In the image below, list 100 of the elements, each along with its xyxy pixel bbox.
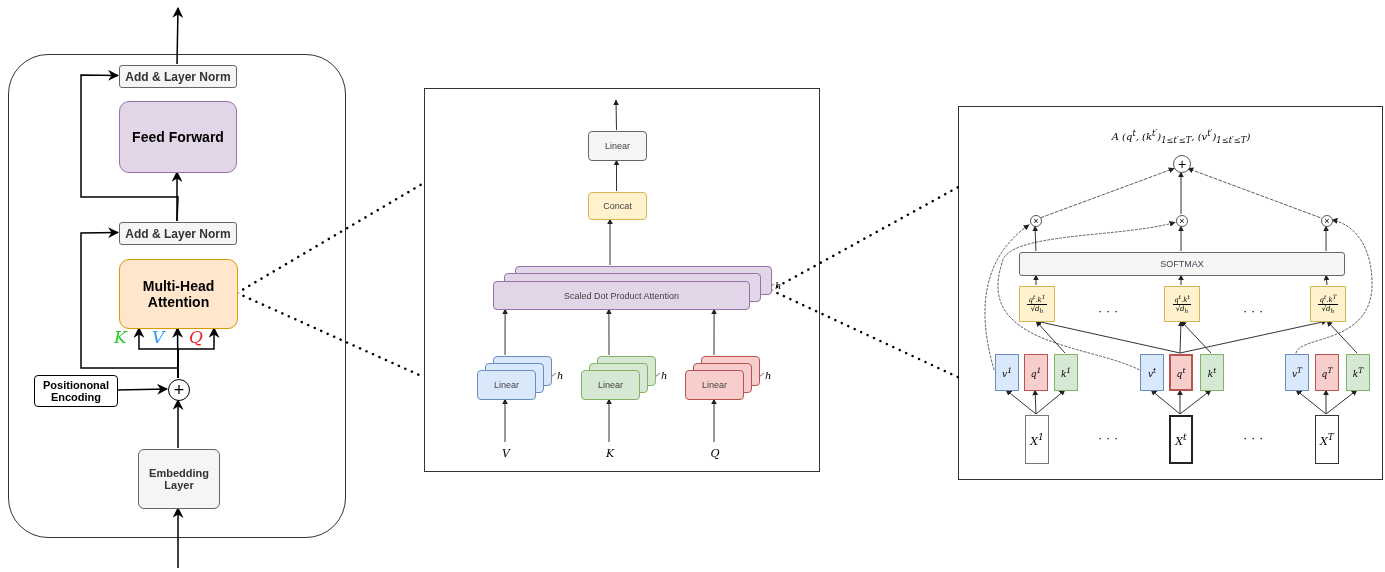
arrow [80, 227, 179, 379]
layer-box [119, 101, 237, 173]
layer-label: Multi-Head Attention [141, 278, 216, 310]
arrow [1150, 389, 1181, 415]
arrow [1032, 274, 1039, 286]
arrow [1178, 274, 1184, 286]
score-box [1164, 286, 1200, 322]
vector-symbol: q$^{t}$ [1176, 366, 1186, 379]
layer-stack [581, 356, 656, 400]
arrow [1032, 225, 1039, 252]
encoder-panel [8, 54, 346, 538]
token-box [1025, 415, 1049, 464]
token-symbol: X$^{1}$ [1030, 431, 1044, 448]
arrow [613, 159, 620, 192]
arrow [80, 69, 179, 222]
arrow [1035, 320, 1066, 354]
head-count-label: h [765, 370, 772, 381]
layer-label: Linear [702, 380, 727, 390]
layer-label: Linear [598, 380, 623, 390]
arrow [1325, 389, 1358, 415]
vector-box [1200, 354, 1224, 391]
token-symbol: X$^{t}$ [1175, 431, 1187, 448]
arrow [172, 6, 184, 65]
self-attention-panel [958, 106, 1383, 480]
arrow [1005, 389, 1037, 415]
layer-label: Linear [605, 141, 630, 151]
arrow [1295, 389, 1327, 415]
layer-label: Add & Layer Norm [125, 69, 231, 84]
arrow [606, 398, 612, 443]
layer-stack [685, 356, 760, 400]
ellipsis-label: · · · [1098, 303, 1119, 318]
layer-label: Feed Forward [132, 129, 224, 145]
sum-circle [168, 379, 190, 401]
ellipsis-label: · · · [1098, 430, 1119, 445]
arrow [711, 398, 717, 443]
vector-symbol: k$^{t}$ [1207, 366, 1217, 379]
arrow [1179, 389, 1212, 415]
arrow [1177, 320, 1184, 354]
sum-circle [1173, 155, 1191, 173]
arrow [1180, 320, 1212, 354]
vector-box [1140, 354, 1164, 391]
operator-sign: × [1324, 216, 1330, 226]
token-symbol: X$^{T}$ [1320, 431, 1334, 448]
vector-symbol: k$^{1}$ [1060, 366, 1072, 379]
attention-panel [424, 88, 820, 472]
arrow [711, 308, 718, 356]
layer-label: Embedding Layer [148, 467, 210, 491]
softmax-bar [1019, 252, 1345, 276]
layer-box [119, 222, 237, 245]
layer-box [588, 131, 647, 161]
vector-box [995, 354, 1019, 391]
token-box [1169, 415, 1193, 464]
vector-box [1315, 354, 1339, 391]
layer-box [119, 259, 238, 329]
arrow [613, 99, 620, 131]
layer-label: SOFTMAX [1160, 259, 1204, 269]
layer-label: Concat [603, 201, 632, 211]
token-box [1315, 415, 1339, 464]
layer-label: Linear [494, 380, 519, 390]
formula-label: A (q$^{t}$, (k$^{t′}$)$_{1≤t′≤T}$, (v$^{t′}$)$_{1≤t′≤T}$) [1110, 128, 1252, 146]
vector-box [1285, 354, 1309, 391]
vector-symbol: q$^{T}$ [1321, 366, 1333, 379]
layer-box [588, 192, 647, 220]
arrow [1323, 274, 1330, 286]
vector-symbol: q$^{1}$ [1030, 366, 1042, 379]
edge-label: V [152, 327, 165, 347]
score-box [1310, 286, 1346, 322]
vector-box [1024, 354, 1048, 391]
vector-symbol: v$^{T}$ [1291, 366, 1303, 379]
arrow [1178, 225, 1184, 252]
layer-box [138, 449, 220, 509]
input-symbol: K [605, 446, 615, 460]
arrow [1326, 320, 1358, 354]
layer-box [119, 65, 237, 88]
operator-sign: × [1179, 216, 1185, 226]
operator-sign: × [1033, 216, 1039, 226]
operator-sign: + [173, 379, 185, 401]
vector-box [1346, 354, 1370, 391]
layer-label: Add & Layer Norm [125, 226, 231, 241]
layer-stack [493, 266, 772, 310]
ellipsis-label: · · · [1243, 430, 1264, 445]
arrow [1032, 389, 1039, 415]
layer-label: Scaled Dot Product Attention [563, 290, 680, 301]
arrow [1323, 225, 1329, 252]
input-label: Positiononal Encoding [42, 379, 110, 403]
arrow [116, 383, 169, 395]
input-symbol: V [502, 446, 510, 460]
arrow [1035, 389, 1066, 415]
arrow [1179, 319, 1328, 354]
arrow [172, 506, 184, 569]
input-box [34, 375, 118, 407]
head-count-label: h [557, 370, 564, 381]
ellipsis-label: · · · [1243, 303, 1264, 318]
arrow [1177, 389, 1183, 415]
arrow [607, 218, 613, 266]
arrow [502, 308, 509, 356]
head-count-label: h [661, 370, 668, 381]
layer-stack [477, 356, 552, 400]
arrow [1178, 171, 1184, 215]
arrow [172, 398, 184, 449]
